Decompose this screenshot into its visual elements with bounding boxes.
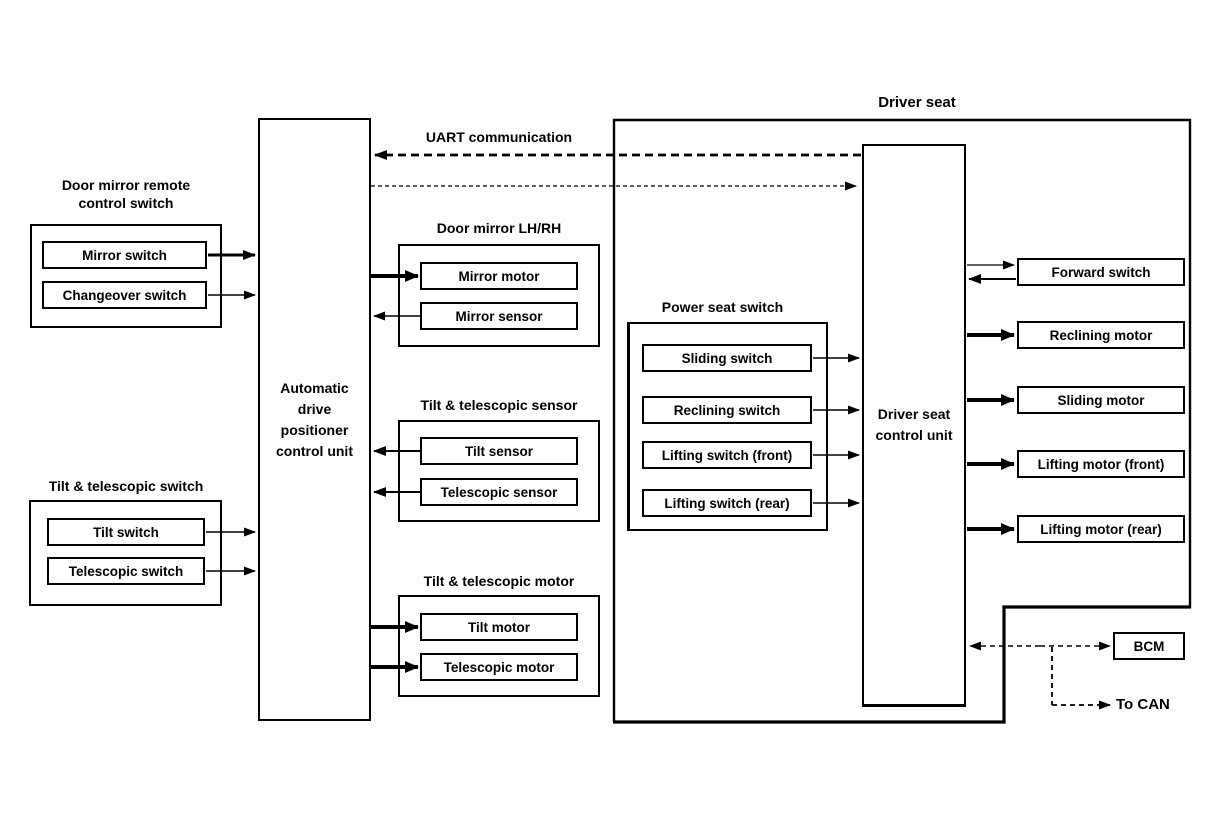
label-line-1: Door mirror remote xyxy=(61,177,191,193)
sliding-switch-box: Sliding switch xyxy=(642,344,812,372)
mirror-switch-text: Mirror switch xyxy=(82,247,167,263)
driver-seat-text: Driver seat xyxy=(878,94,956,111)
lifting-switch-rear-text: Lifting switch (rear) xyxy=(664,495,790,511)
forward-switch-text: Forward switch xyxy=(1051,264,1151,280)
tilt-telescopic-switch-label: Tilt & telescopic switch xyxy=(16,477,236,495)
lifting-switch-rear-box: Lifting switch (rear) xyxy=(642,489,812,517)
tilt-switch-text: Tilt switch xyxy=(93,524,159,540)
telescopic-sensor-box: Telescopic sensor xyxy=(420,478,578,506)
changeover-switch-box: Changeover switch xyxy=(42,281,207,309)
mirror-motor-box: Mirror motor xyxy=(420,262,578,290)
uart-communication-label: UART communication xyxy=(399,128,599,146)
door-mirror-lhrh-title: Door mirror LH/RH xyxy=(436,220,562,236)
tilt-sensor-box: Tilt sensor xyxy=(420,437,578,465)
label-line-2: control switch xyxy=(78,195,174,211)
adp-control-unit-box: Automatic drive positioner control unit xyxy=(258,118,371,721)
adp-line-2: drive xyxy=(297,400,332,417)
sliding-motor-text: Sliding motor xyxy=(1057,392,1145,408)
tilt-motor-box: Tilt motor xyxy=(420,613,578,641)
lifting-motor-rear-text: Lifting motor (rear) xyxy=(1040,521,1162,537)
lifting-motor-front-text: Lifting motor (front) xyxy=(1037,456,1165,472)
tilt-telescopic-motor-label: Tilt & telescopic motor xyxy=(390,572,608,590)
driver-seat-control-unit-text: Driver seat control unit xyxy=(864,146,964,704)
tilt-motor-text: Tilt motor xyxy=(468,619,530,635)
lifting-switch-front-box: Lifting switch (front) xyxy=(642,441,812,469)
tilt-switch-box: Tilt switch xyxy=(47,518,205,546)
adp-line-3: positioner xyxy=(280,421,349,438)
reclining-motor-box: Reclining motor xyxy=(1017,321,1185,349)
forward-switch-box: Forward switch xyxy=(1017,258,1185,286)
mirror-motor-text: Mirror motor xyxy=(458,268,540,284)
reclining-motor-text: Reclining motor xyxy=(1049,327,1153,343)
tilt-telescopic-sensor-title: Tilt & telescopic sensor xyxy=(420,397,578,413)
driver-seat-label: Driver seat xyxy=(817,94,1017,112)
telescopic-motor-text: Telescopic motor xyxy=(443,659,555,675)
sliding-motor-box: Sliding motor xyxy=(1017,386,1185,414)
bcm-box: BCM xyxy=(1113,632,1185,660)
door-mirror-remote-switch-group-box xyxy=(30,224,222,328)
lifting-motor-front-box: Lifting motor (front) xyxy=(1017,450,1185,478)
tilt-sensor-text: Tilt sensor xyxy=(464,443,534,459)
driver-seat-control-unit-box: Driver seat control unit xyxy=(862,144,966,707)
changeover-switch-text: Changeover switch xyxy=(62,287,187,303)
tilt-telescopic-switch-title: Tilt & telescopic switch xyxy=(48,478,204,494)
tilt-telescopic-sensor-label: Tilt & telescopic sensor xyxy=(390,396,608,414)
tilt-telescopic-switch-group-box xyxy=(29,500,222,606)
tilt-telescopic-motor-title: Tilt & telescopic motor xyxy=(423,573,575,589)
lifting-switch-front-text: Lifting switch (front) xyxy=(661,447,793,463)
dscu-line-1: Driver seat xyxy=(877,406,951,422)
adp-line-1: Automatic xyxy=(280,379,349,396)
telescopic-motor-box: Telescopic motor xyxy=(420,653,578,681)
uart-communication-text: UART communication xyxy=(425,129,573,145)
adp-line-4: control unit xyxy=(276,442,353,459)
telescopic-sensor-text: Telescopic sensor xyxy=(440,484,558,500)
power-seat-switch-title: Power seat switch xyxy=(661,299,784,315)
mirror-sensor-text: Mirror sensor xyxy=(455,308,543,324)
mirror-sensor-box: Mirror sensor xyxy=(420,302,578,330)
adp-control-unit-text: Automatic drive positioner control unit xyxy=(260,120,369,719)
lifting-motor-rear-box: Lifting motor (rear) xyxy=(1017,515,1185,543)
tilt-telescopic-sensor-group-box xyxy=(398,420,600,522)
telescopic-switch-text: Telescopic switch xyxy=(68,563,184,579)
to-can-label: To CAN xyxy=(1116,696,1196,714)
sliding-switch-text: Sliding switch xyxy=(681,350,773,366)
to-can-text: To CAN xyxy=(1116,696,1170,713)
door-mirror-remote-switch-label: Door mirror remote control switch xyxy=(20,176,232,212)
bcm-text: BCM xyxy=(1133,638,1165,654)
reclining-switch-box: Reclining switch xyxy=(642,396,812,424)
reclining-switch-text: Reclining switch xyxy=(673,402,781,418)
tilt-telescopic-motor-group-box xyxy=(398,595,600,697)
power-seat-switch-label: Power seat switch xyxy=(622,298,823,316)
dscu-line-2: control unit xyxy=(875,427,953,443)
door-mirror-lhrh-label: Door mirror LH/RH xyxy=(398,219,600,237)
door-mirror-group-box xyxy=(398,244,600,347)
mirror-switch-box: Mirror switch xyxy=(42,241,207,269)
telescopic-switch-box: Telescopic switch xyxy=(47,557,205,585)
